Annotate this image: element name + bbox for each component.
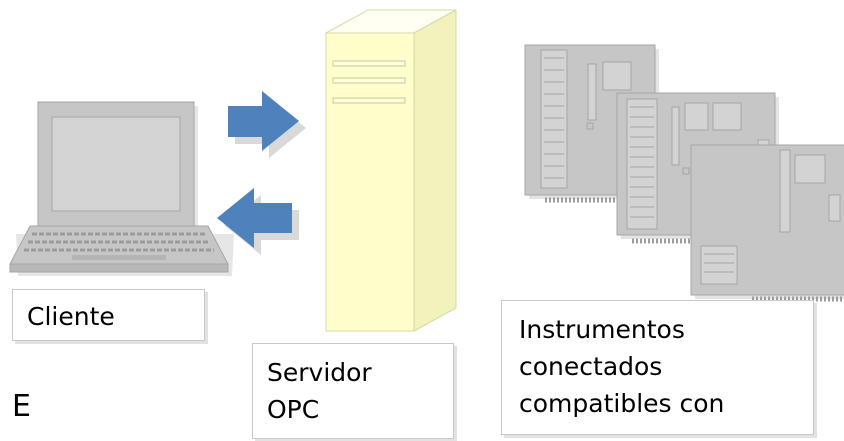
instruments-label-line-1: Instrumentos: [519, 315, 685, 344]
instruments-label-line-2: conectados: [519, 352, 663, 381]
client-label: Cliente: [27, 302, 115, 331]
server-label-line-2: OPC: [267, 395, 320, 424]
laptop-icon: [9, 101, 234, 276]
instruments-label-line-3: compatibles con: [519, 389, 725, 418]
server-label-line-1: Servidor: [267, 358, 372, 387]
arrow-right-icon: [228, 91, 306, 158]
client-label-box: Cliente: [12, 289, 205, 341]
instruments-label-box: Instrumentos conectados compatibles con: [501, 300, 814, 435]
instrument-board-front: [690, 144, 844, 302]
server-tower-icon: [325, 9, 457, 332]
stray-letter-text: E: [12, 389, 31, 424]
arrow-left-icon: [217, 188, 299, 255]
server-label-box: Servidor OPC: [252, 343, 454, 439]
circuit-board-icon: [524, 44, 844, 302]
